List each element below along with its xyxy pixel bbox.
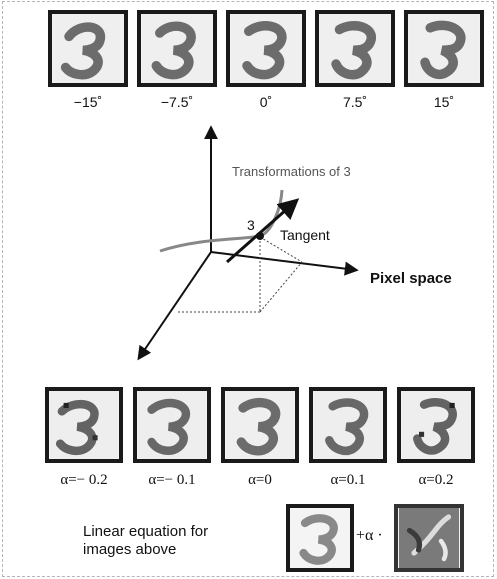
digit-image-rot-0	[226, 10, 306, 87]
tangent-label: Tangent	[280, 227, 330, 243]
alpha-label-0: α=0	[248, 472, 272, 488]
rotation-label-neg15: −15˚	[73, 94, 103, 110]
rotation-label-neg7-5: −7.5˚	[160, 94, 194, 110]
equation-operator: +α ·	[356, 527, 383, 544]
digit-image-alpha-0-1	[309, 387, 387, 463]
point-3	[256, 232, 264, 240]
digit-image-alpha-0-2	[397, 387, 475, 463]
digit-image-rot-7-5	[315, 10, 395, 87]
equation-tangent-image	[394, 504, 464, 572]
horizontal-axis	[210, 251, 359, 276]
alpha-label-0-1: α=0.1	[330, 472, 366, 488]
pixel-space-label: Pixel space	[370, 270, 452, 287]
tangent-line	[226, 198, 300, 264]
digit-image-rot-15	[404, 10, 484, 87]
digit-image-alpha-0	[221, 387, 299, 463]
digit-image-rot-neg15	[48, 10, 128, 87]
equation-caption-line1: Linear equation for	[83, 523, 209, 540]
rotation-label-7-5: 7.5˚	[342, 94, 368, 110]
projection-lines	[178, 236, 303, 313]
rotation-label-0: 0˚	[259, 94, 273, 110]
depth-axis	[137, 251, 212, 361]
alpha-label-0-2: α=0.2	[418, 472, 454, 488]
alpha-label-neg0-2: α=− 0.2	[60, 472, 108, 488]
equation-caption-line2: images above	[83, 541, 177, 558]
alpha-label-neg0-1: α=− 0.1	[148, 472, 196, 488]
point-label: 3	[247, 217, 255, 233]
rotation-label-15: 15˚	[433, 94, 455, 110]
digit-image-alpha-neg0-2	[45, 387, 123, 463]
digit-image-alpha-neg0-1	[133, 387, 211, 463]
equation-base-image	[286, 504, 354, 572]
curve-label: Transformations of 3	[232, 164, 351, 179]
digit-image-rot-neg7-5	[137, 10, 217, 87]
transformation-curve	[159, 189, 284, 253]
